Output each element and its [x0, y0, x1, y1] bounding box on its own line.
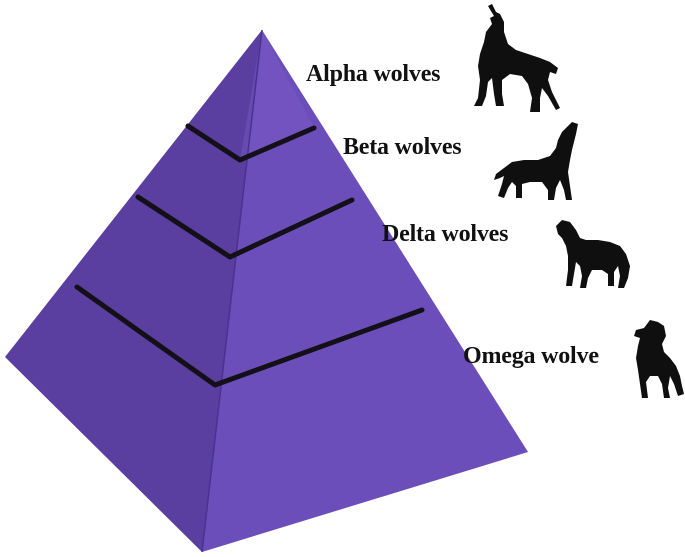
label-delta-wolves: Delta wolves: [382, 221, 509, 247]
pyramid-front-edge: [201, 29, 263, 553]
omega-wolf-icon: [634, 320, 684, 398]
pyramid-left-face: [5, 30, 262, 552]
divider-beta-delta: [135, 194, 355, 260]
label-alpha-wolves: Alpha wolves: [306, 61, 441, 87]
pyramid-right-face: [202, 30, 528, 552]
alpha-wolf-icon: [474, 4, 560, 112]
divider-delta-omega: [74, 284, 425, 388]
beta-wolf-icon: [494, 122, 578, 200]
label-beta-wolves: Beta wolves: [343, 134, 462, 160]
divider-alpha-beta: [185, 123, 317, 163]
delta-wolf-icon: [556, 220, 630, 288]
label-omega-wolve: Omega wolve: [463, 343, 599, 369]
